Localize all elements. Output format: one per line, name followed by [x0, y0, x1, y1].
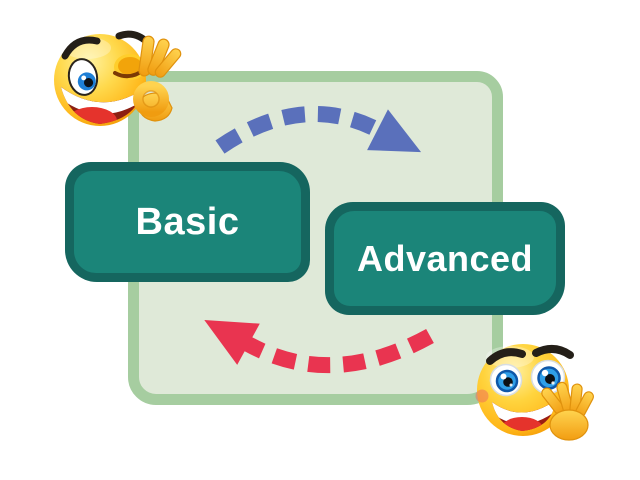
left-eye — [489, 363, 523, 397]
open-smile-mouth — [492, 400, 556, 431]
winking-ok-emoji — [54, 30, 182, 126]
left-eyebrow — [61, 36, 101, 60]
grin-mouth — [61, 87, 142, 124]
advanced-button-label: Advanced — [356, 237, 534, 279]
backward-dashed-arrow — [204, 320, 434, 374]
basic-button[interactable]: Basic — [65, 162, 310, 282]
waving-emoji — [475, 344, 595, 441]
left-eyebrow — [486, 348, 526, 365]
winking-eye — [113, 54, 147, 80]
blush — [475, 389, 489, 403]
waving-hand-icon — [541, 381, 595, 441]
forward-dashed-arrow — [215, 106, 422, 154]
ok-hand-icon — [133, 35, 182, 122]
open-eye — [67, 58, 99, 96]
right-eyebrow — [532, 345, 574, 359]
basic-button-label: Basic — [135, 200, 240, 243]
advanced-button[interactable]: Advanced — [325, 202, 565, 315]
